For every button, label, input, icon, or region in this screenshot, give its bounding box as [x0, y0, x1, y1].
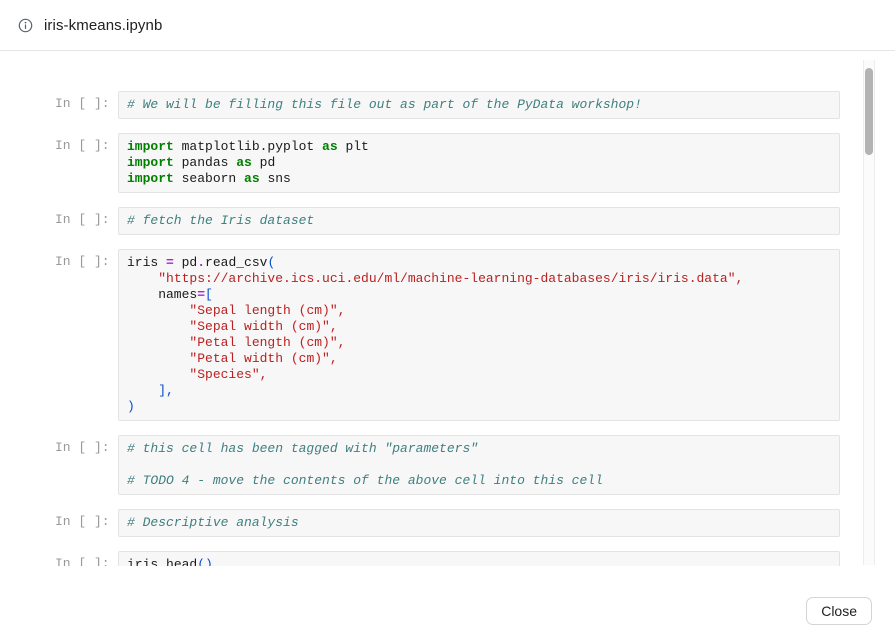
code-line: # We will be filling this file out as pa… [127, 97, 642, 112]
code-cell: iris.head() [118, 551, 840, 566]
code-cell: # this cell has been tagged with "parame… [118, 435, 840, 495]
code-cell: # We will be filling this file out as pa… [118, 91, 840, 119]
code-line: # this cell has been tagged with "parame… [127, 441, 479, 456]
cell-prompt: In [ ]: [55, 96, 110, 111]
code-line: "Petal width (cm)", [189, 351, 338, 366]
code-line [127, 457, 831, 473]
notebook-cell-row: In [ ]: iris.head() [55, 551, 840, 566]
code-line: "Petal length (cm)", [189, 335, 346, 350]
code-line: iris.head() [127, 557, 213, 566]
scrollbar-thumb[interactable] [865, 68, 873, 155]
cells: In [ ]: # We will be filling this file ou… [0, 51, 895, 566]
modal-footer: Close [0, 566, 895, 643]
code-line: import pandas as pd [127, 155, 276, 170]
code-line: # Descriptive analysis [127, 515, 299, 530]
cell-prompt: In [ ]: [55, 254, 110, 269]
code-line: iris = pd.read_csv( [127, 255, 276, 270]
code-line: # fetch the Iris dataset [127, 213, 315, 228]
code-line: import seaborn as sns [127, 171, 291, 186]
info-icon [18, 18, 33, 32]
notebook-cell-row: In [ ]: # We will be filling this file ou… [55, 91, 840, 119]
cell-prompt: In [ ]: [55, 440, 110, 455]
notebook-cell-row: In [ ]: # this cell has been tagged with … [55, 435, 840, 495]
code-line: "Sepal width (cm)", [189, 319, 338, 334]
code-line: ) [127, 399, 135, 414]
notebook-cell-row: In [ ]: # Descriptive analysis [55, 509, 840, 537]
cell-prompt: In [ ]: [55, 138, 110, 153]
code-line: ], [158, 383, 174, 398]
notebook-body: In [ ]: # We will be filling this file ou… [0, 51, 895, 566]
modal-header: iris-kmeans.ipynb [0, 0, 895, 51]
code-line: # TODO 4 - move the contents of the abov… [127, 473, 603, 488]
cell-prompt: In [ ]: [55, 212, 110, 227]
cell-prompt: In [ ]: [55, 514, 110, 529]
code-cell: # fetch the Iris dataset [118, 207, 840, 235]
notebook-cell-row: In [ ]: iris = pd.read_csv( "https://arch… [55, 249, 840, 421]
code-line: import matplotlib.pyplot as plt [127, 139, 369, 154]
code-cell: iris = pd.read_csv( "https://archive.ics… [118, 249, 840, 421]
code-line: "https://archive.ics.uci.edu/ml/machine-… [158, 271, 744, 286]
notebook-cell-row: In [ ]: # fetch the Iris dataset [55, 207, 840, 235]
notebook-filename: iris-kmeans.ipynb [44, 16, 163, 34]
code-line: "Species", [189, 367, 268, 382]
code-cell: # Descriptive analysis [118, 509, 840, 537]
code-line: "Sepal length (cm)", [189, 303, 346, 318]
code-line: names=[ [127, 287, 213, 302]
scrollbar-track[interactable] [863, 60, 875, 565]
close-button[interactable]: Close [806, 597, 872, 625]
cell-prompt: In [ ]: [55, 556, 110, 566]
